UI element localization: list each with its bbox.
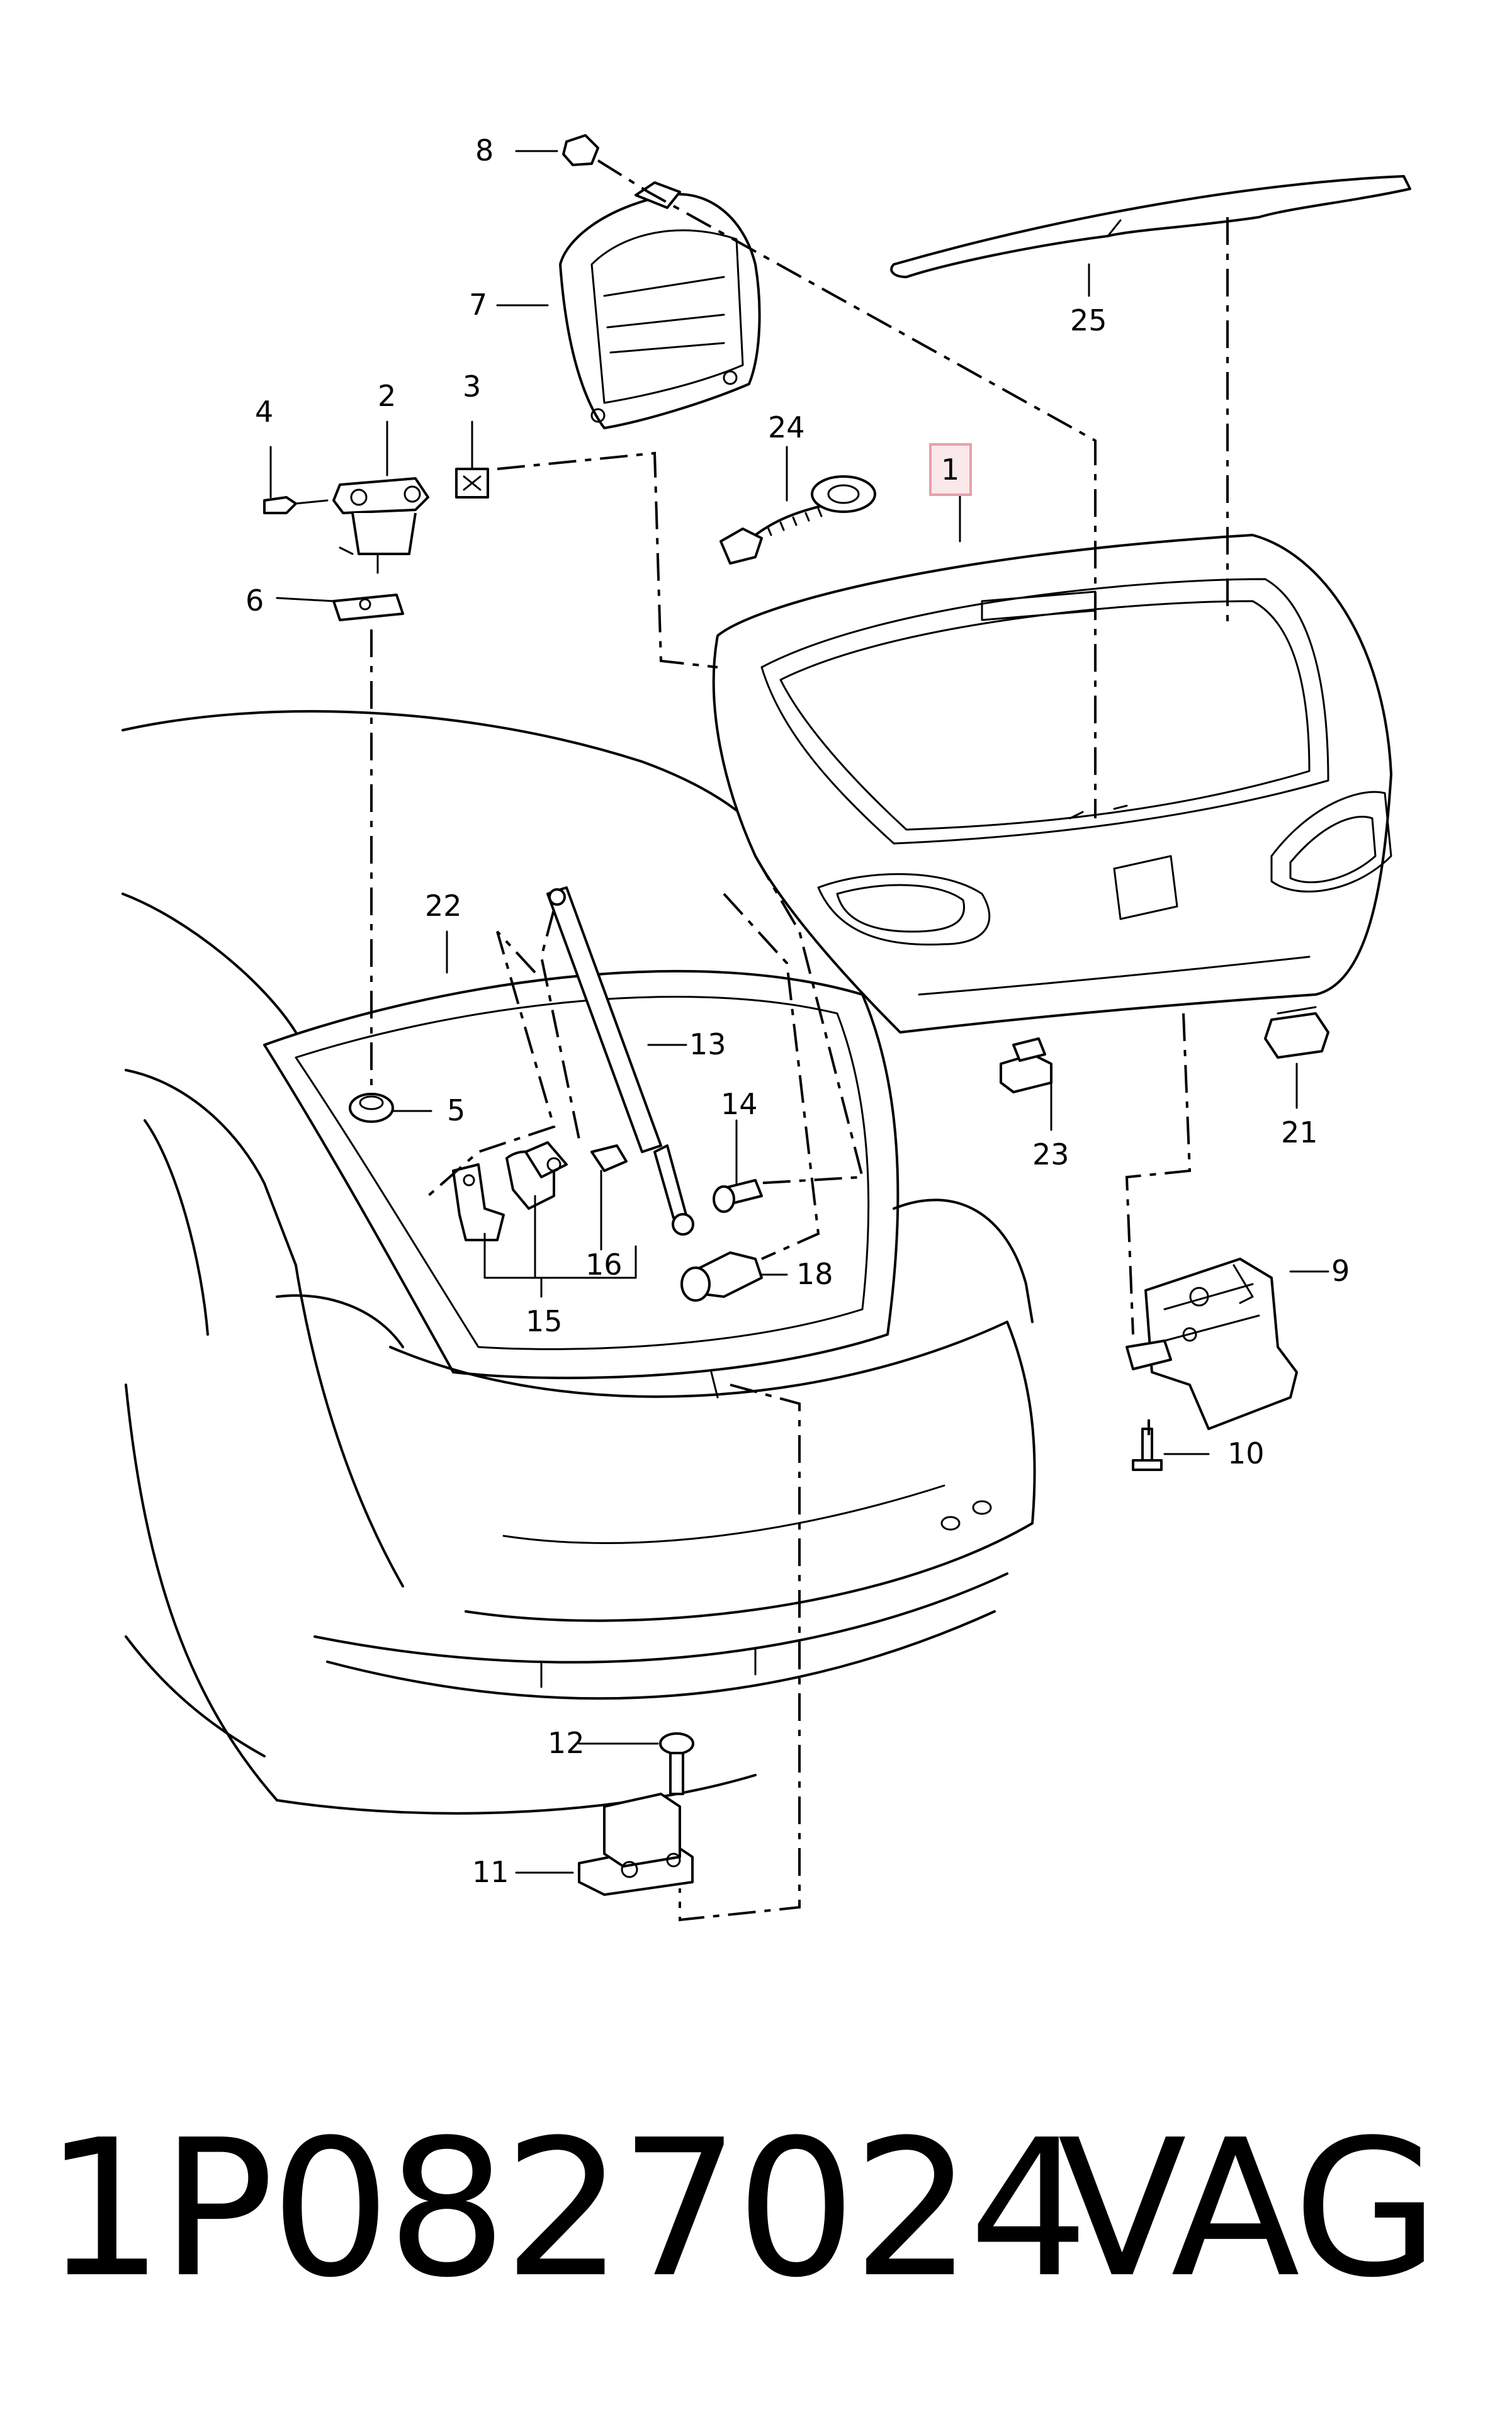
part-13-gas-strut <box>546 886 694 1236</box>
brand-label: VAG <box>1058 2099 1439 2319</box>
callout-25: 25 <box>1070 303 1107 337</box>
callout-18: 18 <box>796 1257 833 1291</box>
callout-15: 15 <box>526 1304 563 1338</box>
car-body-outline <box>121 710 1036 1815</box>
callout-labels: 1 2 3 4 5 6 7 8 9 10 11 12 13 14 15 16 1… <box>245 133 1350 1889</box>
callout-11: 11 <box>472 1855 509 1889</box>
part-8-nut <box>562 134 599 166</box>
part-18-buffer <box>680 1251 763 1302</box>
leader-lines <box>269 150 1329 1874</box>
callout-13: 13 <box>689 1027 726 1061</box>
callout-6: 6 <box>245 584 264 617</box>
callout-12: 12 <box>548 1726 585 1760</box>
part-15-bracket <box>452 1141 628 1241</box>
part-12-bolt <box>659 1732 694 1795</box>
callout-14: 14 <box>721 1087 758 1121</box>
callout-10: 10 <box>1227 1436 1265 1470</box>
part-5-grommet <box>349 1093 394 1123</box>
footer: 1P0827024 VAG <box>0 2077 1512 2342</box>
callout-22: 22 <box>425 889 462 923</box>
tailgate-panel <box>712 534 1392 1034</box>
callout-9: 9 <box>1331 1254 1350 1288</box>
callout-24: 24 <box>768 410 805 444</box>
assembly-lines <box>370 159 1229 1922</box>
callout-1: 1 <box>941 453 959 487</box>
callout-23: 23 <box>1032 1137 1069 1171</box>
callout-16: 16 <box>585 1248 623 1282</box>
callout-2: 2 <box>378 379 396 413</box>
part-25-spoiler <box>890 175 1411 278</box>
callout-21: 21 <box>1281 1115 1318 1149</box>
part-9-lock <box>1126 1258 1298 1430</box>
callout-5: 5 <box>447 1093 465 1127</box>
part-23-buffer <box>1000 1037 1052 1093</box>
part-11-striker <box>578 1793 694 1896</box>
part-14-bolt <box>713 1179 763 1213</box>
part-24-cable <box>719 475 876 565</box>
callout-4: 4 <box>255 395 273 429</box>
callout-8: 8 <box>475 133 494 167</box>
part-21-buffer <box>1264 1006 1329 1059</box>
part-7-housing <box>559 181 761 429</box>
highlight-box-1 <box>929 443 972 496</box>
part-10-screw <box>1132 1428 1163 1471</box>
callout-3: 3 <box>463 369 481 403</box>
callout-7: 7 <box>469 288 487 322</box>
part-number: 1P0827024 <box>44 2099 1089 2319</box>
hinge-group <box>263 468 489 621</box>
